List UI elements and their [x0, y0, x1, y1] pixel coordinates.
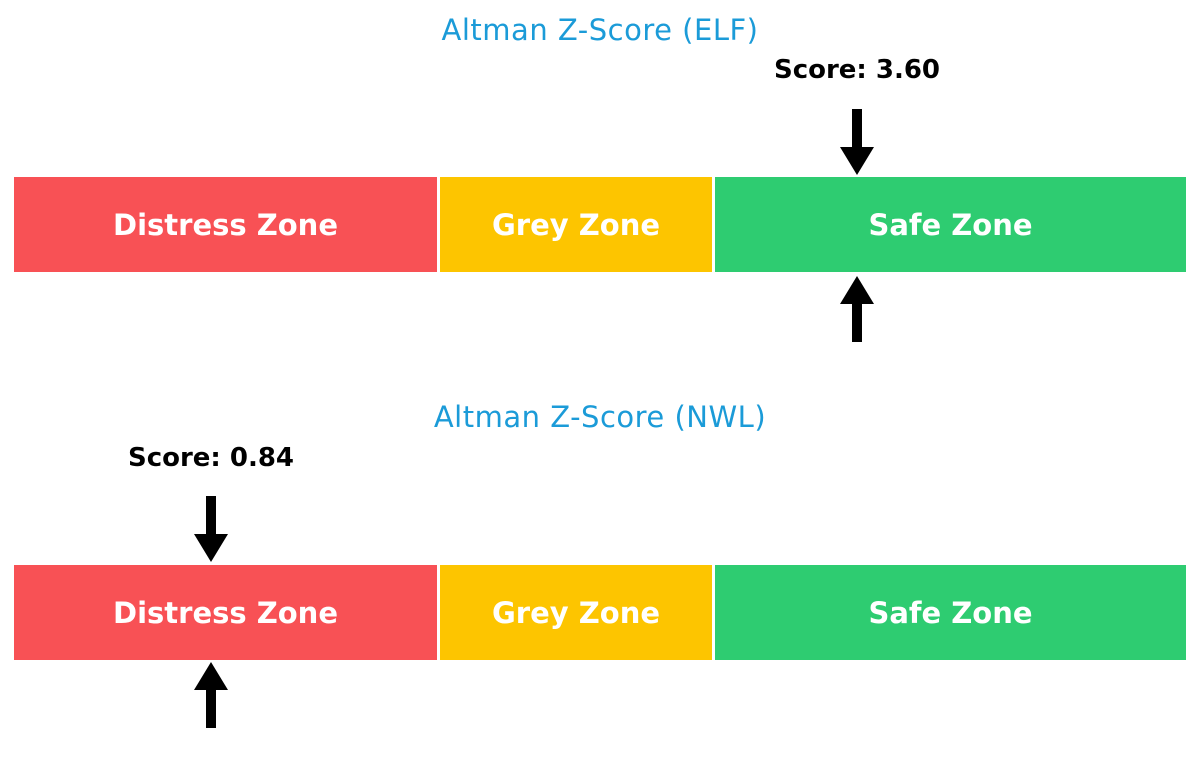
- score-label-nwl: Score: 0.84: [127, 443, 295, 473]
- zone-safe: Safe Zone: [715, 177, 1186, 272]
- zone-grey: Grey Zone: [440, 177, 712, 272]
- chart-title-elf: Altman Z-Score (ELF): [441, 13, 759, 47]
- arrow-up-icon: [194, 662, 228, 728]
- zone-bar-nwl: Distress Zone Grey Zone Safe Zone: [14, 565, 1186, 660]
- arrow-down-icon: [840, 109, 874, 175]
- score-label-elf: Score: 3.60: [773, 55, 941, 85]
- arrow-down-shape: [840, 109, 874, 175]
- zone-grey: Grey Zone: [440, 565, 712, 660]
- arrow-up-shape: [840, 276, 874, 342]
- zone-distress: Distress Zone: [14, 177, 437, 272]
- zone-bar-elf: Distress Zone Grey Zone Safe Zone: [14, 177, 1186, 272]
- arrow-down-icon: [194, 496, 228, 562]
- chart-title-nwl: Altman Z-Score (NWL): [433, 400, 767, 434]
- arrow-up-shape: [194, 662, 228, 728]
- arrow-down-shape: [194, 496, 228, 562]
- arrow-up-icon: [840, 276, 874, 342]
- zone-safe: Safe Zone: [715, 565, 1186, 660]
- zone-distress: Distress Zone: [14, 565, 437, 660]
